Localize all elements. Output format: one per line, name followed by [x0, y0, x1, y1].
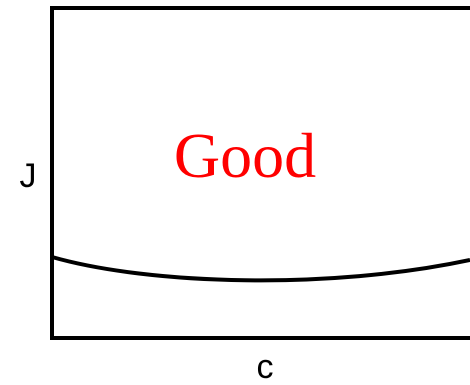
- x-axis-label: c: [257, 348, 274, 385]
- plot-frame: [50, 6, 470, 340]
- y-axis-label: J: [20, 157, 37, 195]
- boundary-curve: [51, 255, 470, 283]
- region-label-good: Good: [174, 120, 316, 191]
